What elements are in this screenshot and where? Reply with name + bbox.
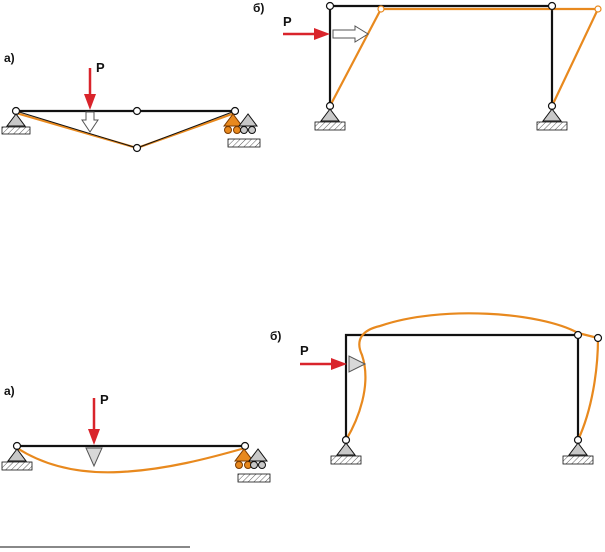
deflected-shape	[16, 446, 246, 474]
pinned-support	[336, 442, 356, 456]
hinge-node	[132, 143, 142, 153]
roller-wheel	[224, 126, 232, 134]
label-top-a: а)	[4, 51, 15, 65]
hinge-node-displaced	[593, 333, 603, 343]
figure-bottom-a: а) P	[1, 384, 271, 483]
label-top-b: б)	[253, 1, 264, 15]
pinned-support	[542, 108, 562, 122]
pinned-support	[568, 442, 588, 456]
ground-hatch	[1, 461, 33, 471]
roller-wheel	[258, 461, 266, 469]
deflected-shape-column	[577, 331, 600, 441]
ground-hatch	[314, 121, 346, 131]
force-arrowhead	[88, 429, 100, 445]
roller-wheel	[250, 461, 258, 469]
hinge-node	[240, 441, 250, 451]
force-label: P	[300, 343, 309, 358]
pinned-support	[320, 108, 340, 122]
deflected-shape	[329, 7, 600, 107]
deflection-outline	[136, 110, 236, 149]
hinge-node	[573, 330, 583, 340]
figure-top-a: а) P	[1, 51, 261, 153]
force-arrowhead	[314, 28, 330, 40]
ground-hatch	[330, 455, 362, 465]
ground-hatch	[237, 473, 271, 483]
pinned-support	[7, 448, 27, 462]
hinge-node	[132, 106, 142, 116]
ground-hatch	[562, 455, 594, 465]
hinge-node	[230, 106, 240, 116]
displaced-load-arrow	[332, 25, 369, 43]
roller-wheel	[248, 126, 256, 134]
ground-hatch	[1, 126, 31, 135]
frame-structure	[328, 4, 554, 106]
force-label: P	[96, 60, 105, 75]
pinned-support	[6, 113, 26, 127]
roller-support	[234, 448, 254, 462]
hinge-node	[547, 1, 557, 11]
deflected-shape	[345, 312, 579, 441]
frame-structure	[344, 333, 580, 440]
roller-support	[248, 448, 268, 462]
force-label: P	[100, 392, 109, 407]
ground-hatch	[536, 121, 568, 131]
roller-wheel	[233, 126, 241, 134]
hinge-node-displaced	[594, 5, 602, 13]
roller-support	[223, 113, 243, 127]
roller-wheel	[240, 126, 248, 134]
force-arrowhead	[84, 94, 96, 110]
hinge-node-displaced	[377, 5, 385, 13]
force-label: P	[283, 14, 292, 29]
force-arrowhead	[331, 358, 347, 370]
ground-hatch	[227, 138, 261, 148]
displaced-load-marker	[85, 447, 103, 468]
deflected-shape	[15, 111, 236, 150]
deflection-outline	[15, 110, 138, 149]
roller-support	[238, 113, 258, 127]
label-bottom-a: а)	[4, 384, 15, 398]
displaced-load-marker	[348, 355, 367, 373]
figure-bottom-b: б) P	[270, 312, 603, 465]
roller-wheel	[235, 461, 243, 469]
label-bottom-b: б)	[270, 329, 281, 343]
displaced-load-arrow	[81, 111, 99, 133]
figure-top-b: б) P	[253, 1, 602, 131]
hinge-node	[325, 1, 335, 11]
